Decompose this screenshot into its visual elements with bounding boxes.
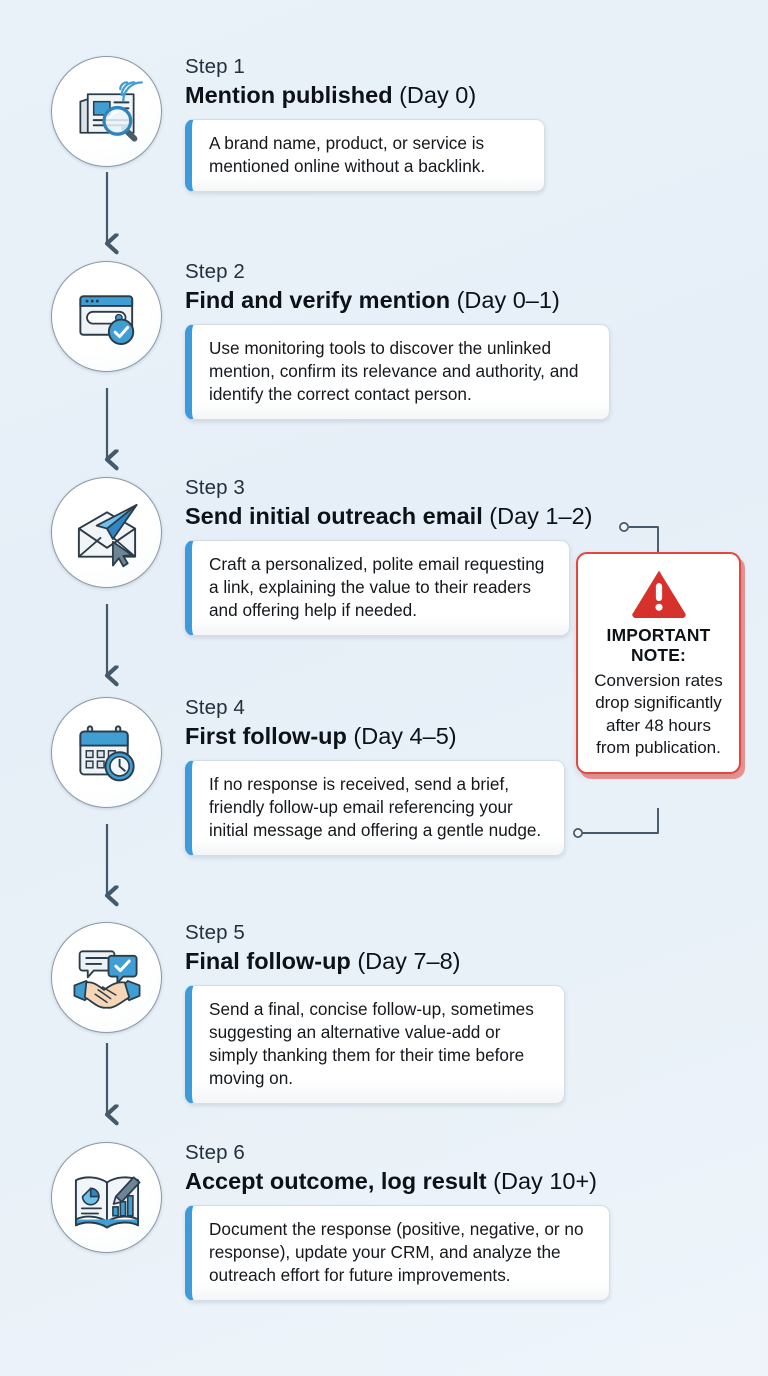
step-6-day: (Day 10+)	[493, 1167, 598, 1194]
step-3-body: Step 3 Send initial outreach email (Day …	[185, 476, 592, 636]
step-1-title: Mention published	[185, 81, 393, 108]
step-1-icon-node	[51, 56, 162, 167]
step-6-headline: Accept outcome, log result (Day 10+)	[185, 1167, 610, 1195]
step-5-body: Step 5 Final follow-up (Day 7–8) Send a …	[185, 921, 565, 1104]
step-5-day: (Day 7–8)	[357, 947, 461, 974]
step-5-icon-node	[51, 922, 162, 1033]
calendar-clock-icon	[70, 716, 144, 790]
step-4-headline: First follow-up (Day 4–5)	[185, 722, 565, 750]
step-1-eyebrow: Step 1	[185, 55, 245, 78]
leader-dot-top	[619, 522, 629, 532]
step-4-title: First follow-up	[185, 722, 347, 749]
step-4-day: (Day 4–5)	[353, 722, 457, 749]
browser-check-icon	[70, 280, 144, 354]
step-3-description: Craft a personalized, polite email reque…	[185, 540, 570, 636]
step-6-eyebrow: Step 6	[185, 1141, 245, 1164]
step-1-headline: Mention published (Day 0)	[185, 81, 545, 109]
step-2-title: Find and verify mention	[185, 286, 451, 313]
step-6-title: Accept outcome, log result	[185, 1167, 487, 1194]
step-5-eyebrow: Step 5	[185, 921, 245, 944]
step-5-headline: Final follow-up (Day 7–8)	[185, 947, 565, 975]
step-2-description: Use monitoring tools to discover the unl…	[185, 324, 610, 420]
step-1-day: (Day 0)	[399, 81, 477, 108]
callout-text: Conversion rates drop significantly afte…	[594, 671, 723, 757]
step-5-title: Final follow-up	[185, 947, 351, 974]
step-2-icon-node	[51, 261, 162, 372]
step-3-icon-node	[51, 477, 162, 588]
step-4-body: Step 4 First follow-up (Day 4–5) If no r…	[185, 696, 565, 856]
warning-triangle-icon	[630, 568, 688, 618]
report-book-pencil-icon	[70, 1161, 144, 1235]
step-1-body: Step 1 Mention published (Day 0) A brand…	[185, 55, 545, 192]
step-3-day: (Day 1–2)	[489, 502, 593, 529]
step-4-icon-node	[51, 697, 162, 808]
step-2-headline: Find and verify mention (Day 0–1)	[185, 286, 610, 314]
email-send-cursor-icon	[70, 496, 144, 570]
step-5-description: Send a final, concise follow-up, sometim…	[185, 985, 565, 1104]
step-1-description: A brand name, product, or service is men…	[185, 119, 545, 192]
step-6-description: Document the response (positive, negativ…	[185, 1205, 610, 1301]
step-3-eyebrow: Step 3	[185, 476, 245, 499]
handshake-chat-check-icon	[70, 941, 144, 1015]
step-4-description: If no response is received, send a brief…	[185, 760, 565, 856]
step-2-body: Step 2 Find and verify mention (Day 0–1)…	[185, 260, 610, 420]
step-3-title: Send initial outreach email	[185, 502, 483, 529]
step-2-eyebrow: Step 2	[185, 260, 245, 283]
newspaper-search-icon	[70, 75, 144, 149]
callout-title: IMPORTANT NOTE:	[606, 625, 711, 666]
step-3-headline: Send initial outreach email (Day 1–2)	[185, 502, 592, 530]
step-6-body: Step 6 Accept outcome, log result (Day 1…	[185, 1141, 610, 1301]
step-2-day: (Day 0–1)	[456, 286, 560, 313]
important-note-callout: IMPORTANT NOTE: Conversion rates drop si…	[576, 552, 741, 774]
step-4-eyebrow: Step 4	[185, 696, 245, 719]
step-6-icon-node	[51, 1142, 162, 1253]
leader-dot-bottom	[573, 828, 583, 838]
